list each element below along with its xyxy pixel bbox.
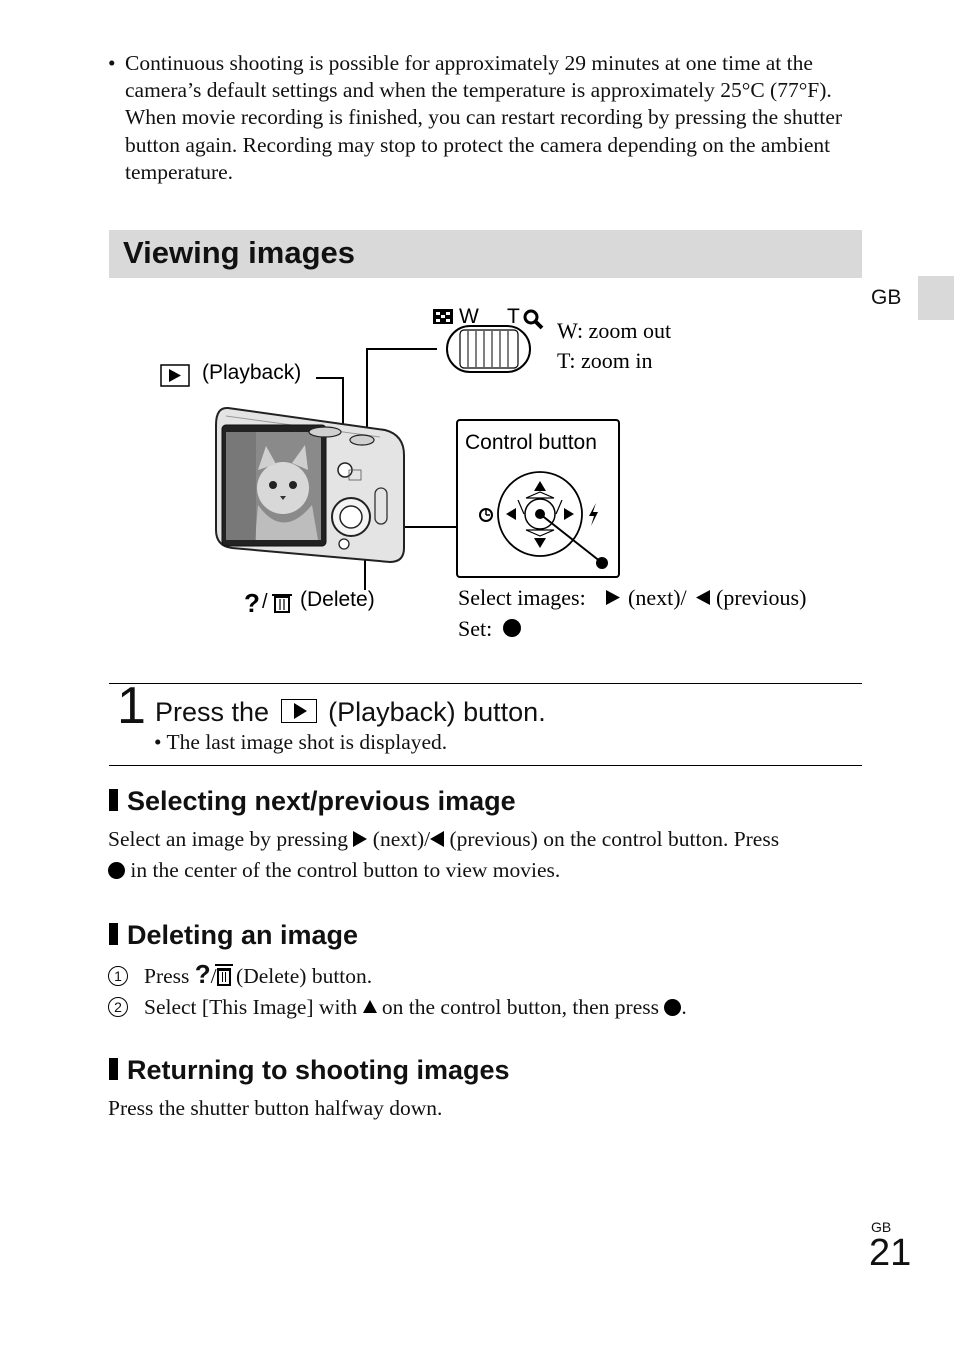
- heading-mark: [109, 923, 118, 945]
- returning-heading: Returning to shooting images: [109, 1055, 510, 1086]
- flash-icon: [589, 503, 598, 526]
- trash-icon: [214, 964, 233, 986]
- footer-language: GB: [871, 1219, 892, 1235]
- deleting-step-1-post: (Delete) button.: [236, 964, 373, 988]
- magnify-icon: [523, 309, 544, 330]
- selecting-text-2: (next)/: [372, 827, 431, 851]
- previous-arrow-icon: [430, 831, 445, 847]
- language-label: GB: [871, 286, 902, 309]
- deleting-step-2: 2 Select [This Image] with on the control…: [108, 992, 868, 1023]
- step-1: 1 Press the (Playback) button. • The las…: [109, 677, 862, 766]
- heading-mark: [109, 789, 118, 811]
- bullet-dot: •: [108, 51, 116, 75]
- next-arrow-icon: [606, 590, 620, 605]
- selecting-text-1: Select an image by pressing: [108, 827, 349, 851]
- step-number-circle: 2: [108, 997, 128, 1017]
- camera-body: [215, 406, 405, 564]
- selecting-heading-text: Selecting next/previous image: [127, 786, 516, 816]
- deleting-heading: Deleting an image: [109, 920, 358, 951]
- svg-text:?: ?: [244, 588, 260, 618]
- next-arrow-icon: [353, 831, 368, 847]
- center-dot-icon: [108, 862, 125, 879]
- step-title: Press the (Playback) button.: [155, 697, 546, 728]
- zoom-lever: [446, 325, 531, 373]
- zoom-t-letter: T: [507, 305, 520, 328]
- help-icon: ?: [194, 959, 211, 989]
- deleting-step-1-pre: Press: [144, 964, 190, 988]
- control-button-label: Control button: [465, 431, 597, 454]
- step-title-post: (Playback) button.: [328, 697, 546, 727]
- select-images-prefix: Select images:: [458, 585, 586, 610]
- step-title-pre: Press the: [155, 697, 270, 727]
- step-number: 1: [117, 677, 146, 735]
- intro-text: Continuous shooting is possible for appr…: [125, 51, 843, 184]
- playback-icon: [280, 699, 317, 723]
- set-dot-icon: [503, 619, 521, 637]
- wide-zoom-icon: [433, 309, 453, 324]
- selecting-heading: Selecting next/previous image: [109, 786, 516, 817]
- heading-mark: [109, 1058, 118, 1080]
- selecting-paragraph: Select an image by pressing (next)/ (pre…: [108, 824, 868, 886]
- zoom-in-label: T: zoom in: [557, 348, 652, 373]
- zoom-w-letter: W: [459, 305, 479, 328]
- section-header: Viewing images: [109, 230, 862, 278]
- playback-label: (Playback): [202, 361, 301, 384]
- deleting-step-2-post: on the control button, then press: [381, 995, 659, 1019]
- deleting-step-2-pre: Select [This Image] with: [144, 995, 358, 1019]
- control-button-box: [456, 419, 620, 578]
- up-arrow-icon: [362, 1000, 377, 1013]
- trash-icon: [272, 594, 292, 613]
- previous-arrow-icon: [696, 590, 710, 605]
- step-note: • The last image shot is displayed.: [154, 730, 448, 754]
- playback-icon: [160, 364, 190, 387]
- step-number-circle: 1: [108, 966, 128, 986]
- returning-text: Press the shutter button halfway down.: [108, 1096, 443, 1120]
- select-previous-label: (previous): [716, 585, 806, 610]
- page-number: 21: [869, 1232, 912, 1274]
- zoom-out-label: W: zoom out: [557, 318, 671, 343]
- self-timer-icon: [479, 508, 493, 522]
- side-tab: [918, 276, 954, 320]
- center-dot-icon: [664, 999, 682, 1016]
- set-label: Set:: [458, 616, 492, 641]
- svg-text:/: /: [262, 591, 268, 613]
- help-icon: ?: [244, 588, 260, 618]
- returning-heading-text: Returning to shooting images: [127, 1055, 510, 1085]
- intro-bullet: • Continuous shooting is possible for ap…: [108, 50, 868, 186]
- delete-label: (Delete): [300, 588, 375, 611]
- selecting-text-3: (previous) on the control button. Press: [449, 827, 780, 851]
- section-title: Viewing images: [123, 235, 356, 270]
- selecting-text-4: in the center of the control button to v…: [130, 858, 561, 882]
- select-next-label: (next)/: [628, 585, 688, 610]
- deleting-heading-text: Deleting an image: [127, 920, 359, 950]
